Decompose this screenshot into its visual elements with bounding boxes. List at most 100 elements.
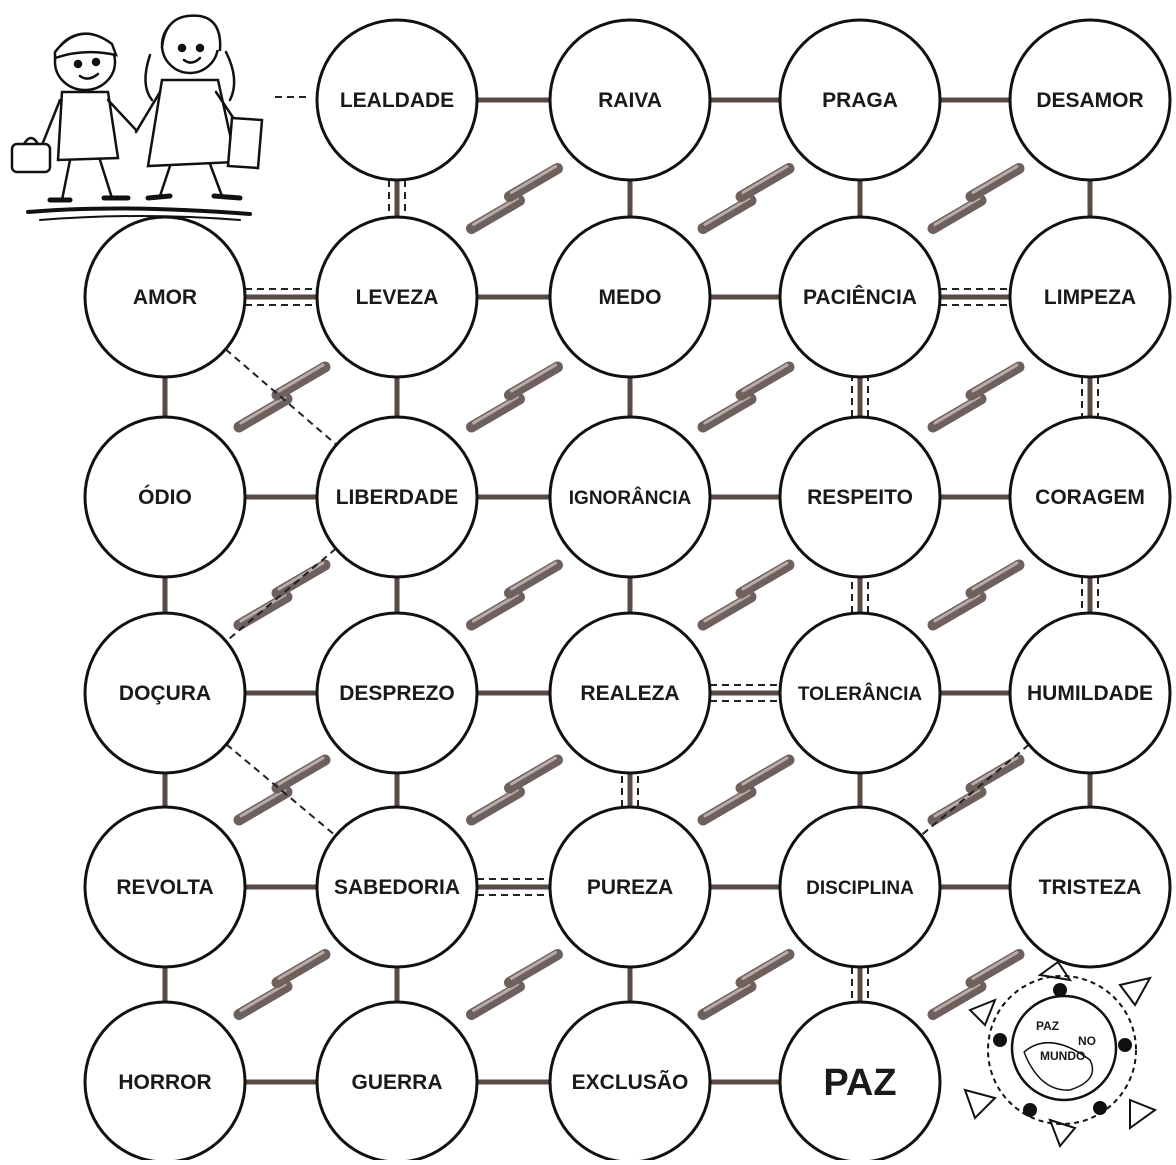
pencil-mark-icon xyxy=(703,399,751,427)
node-label: HUMILDADE xyxy=(1027,682,1153,705)
word-node[interactable]: EXCLUSÃO xyxy=(550,1002,710,1160)
pencil-mark-icon xyxy=(510,367,558,395)
pencil-mark-icon xyxy=(277,955,325,983)
pencil-mark-icon xyxy=(510,760,558,788)
node-label: PRAGA xyxy=(822,89,898,112)
word-node[interactable]: DISCIPLINA xyxy=(780,807,940,967)
pencil-mark-icon xyxy=(510,169,558,197)
word-node[interactable]: RESPEITO xyxy=(780,417,940,577)
pencil-mark-icon xyxy=(510,565,558,593)
node-label: HORROR xyxy=(118,1071,211,1094)
word-node[interactable]: SABEDORIA xyxy=(317,807,477,967)
node-label: PACIÊNCIA xyxy=(803,285,917,309)
node-label: REVOLTA xyxy=(116,876,213,899)
node-label: DISCIPLINA xyxy=(806,878,914,899)
word-node[interactable]: PRAGA xyxy=(780,20,940,180)
pencil-mark-icon xyxy=(277,760,325,788)
word-node[interactable]: IGNORÂNCIA xyxy=(550,417,710,577)
pencil-mark-icon xyxy=(741,955,789,983)
node-label: PUREZA xyxy=(587,876,673,899)
word-node[interactable]: LEVEZA xyxy=(317,217,477,377)
node-label: DESAMOR xyxy=(1036,89,1143,112)
word-node[interactable]: HORROR xyxy=(85,1002,245,1160)
pencil-mark-icon xyxy=(741,565,789,593)
pencil-mark-icon xyxy=(239,399,287,427)
word-node[interactable]: REALEZA xyxy=(550,613,710,773)
pencil-mark-icon xyxy=(741,760,789,788)
word-node[interactable]: PACIÊNCIA xyxy=(780,217,940,377)
word-node[interactable]: PAZ xyxy=(780,1002,940,1160)
word-node[interactable]: LIMPEZA xyxy=(1010,217,1170,377)
node-label: LIBERDADE xyxy=(336,486,459,509)
pencil-mark-icon xyxy=(971,367,1019,395)
pencil-mark-icon xyxy=(703,792,751,820)
word-node[interactable]: PUREZA xyxy=(550,807,710,967)
node-label: MEDO xyxy=(599,286,662,309)
word-node[interactable]: TOLERÂNCIA xyxy=(780,613,940,773)
word-node[interactable]: DOÇURA xyxy=(85,613,245,773)
pencil-mark-icon xyxy=(933,201,981,229)
word-node[interactable]: DESAMOR xyxy=(1010,20,1170,180)
pencil-mark-icon xyxy=(933,987,981,1015)
node-label: TOLERÂNCIA xyxy=(798,683,922,705)
emblem-line-2: NO xyxy=(1078,1034,1096,1048)
node-label: LIMPEZA xyxy=(1044,286,1136,309)
pencil-mark-icon xyxy=(472,987,520,1015)
pencil-mark-icon xyxy=(239,597,287,625)
emblem-line-1: PAZ xyxy=(1036,1019,1059,1033)
pencil-mark-icon xyxy=(971,565,1019,593)
node-label: AMOR xyxy=(133,286,197,309)
dashed-path-segment xyxy=(217,341,346,452)
pencil-mark-icon xyxy=(971,760,1019,788)
word-node[interactable]: LIBERDADE xyxy=(317,417,477,577)
emblem-line-3: MUNDO xyxy=(1040,1049,1085,1063)
word-node[interactable]: RAIVA xyxy=(550,20,710,180)
node-label: LEALDADE xyxy=(340,89,454,112)
node-label: SABEDORIA xyxy=(334,876,460,899)
pencil-mark-icon xyxy=(971,169,1019,197)
node-label: PAZ xyxy=(823,1062,896,1104)
word-node[interactable]: DESPREZO xyxy=(317,613,477,773)
node-label: RESPEITO xyxy=(807,486,913,509)
node-label: LEVEZA xyxy=(356,286,439,309)
word-node[interactable]: CORAGEM xyxy=(1010,417,1170,577)
pencil-mark-icon xyxy=(277,565,325,593)
pencil-mark-icon xyxy=(703,201,751,229)
pencil-mark-icon xyxy=(239,792,287,820)
word-node[interactable]: REVOLTA xyxy=(85,807,245,967)
pencil-mark-icon xyxy=(741,169,789,197)
node-label: RAIVA xyxy=(598,89,662,112)
pencil-mark-icon xyxy=(472,399,520,427)
word-node[interactable]: HUMILDADE xyxy=(1010,613,1170,773)
word-node[interactable]: ÓDIO xyxy=(85,417,245,577)
node-label: TRISTEZA xyxy=(1039,876,1142,899)
pencil-mark-icon xyxy=(971,955,1019,983)
word-node[interactable]: GUERRA xyxy=(317,1002,477,1160)
word-node[interactable]: TRISTEZA xyxy=(1010,807,1170,967)
pencil-mark-icon xyxy=(703,987,751,1015)
node-label: IGNORÂNCIA xyxy=(569,487,692,509)
pencil-mark-icon xyxy=(239,987,287,1015)
pencil-mark-icon xyxy=(277,367,325,395)
word-node[interactable]: MEDO xyxy=(550,217,710,377)
pencil-mark-icon xyxy=(472,597,520,625)
pencil-mark-icon xyxy=(472,792,520,820)
word-node[interactable]: AMOR xyxy=(85,217,245,377)
node-label: ÓDIO xyxy=(138,485,192,509)
node-label: DESPREZO xyxy=(339,682,455,705)
pencil-mark-icon xyxy=(933,399,981,427)
pencil-mark-icon xyxy=(933,792,981,820)
node-label: EXCLUSÃO xyxy=(572,1071,689,1094)
pencil-mark-icon xyxy=(933,597,981,625)
pencil-mark-icon xyxy=(472,201,520,229)
peace-world-emblem-icon: PAZ NO MUNDO xyxy=(965,962,1155,1146)
pencil-mark-icon xyxy=(510,955,558,983)
node-label: DOÇURA xyxy=(119,682,211,705)
pencil-mark-icon xyxy=(741,367,789,395)
children-walking-icon xyxy=(12,16,262,220)
node-label: REALEZA xyxy=(580,682,679,705)
node-label: CORAGEM xyxy=(1035,486,1145,509)
word-node[interactable]: LEALDADE xyxy=(317,20,477,180)
